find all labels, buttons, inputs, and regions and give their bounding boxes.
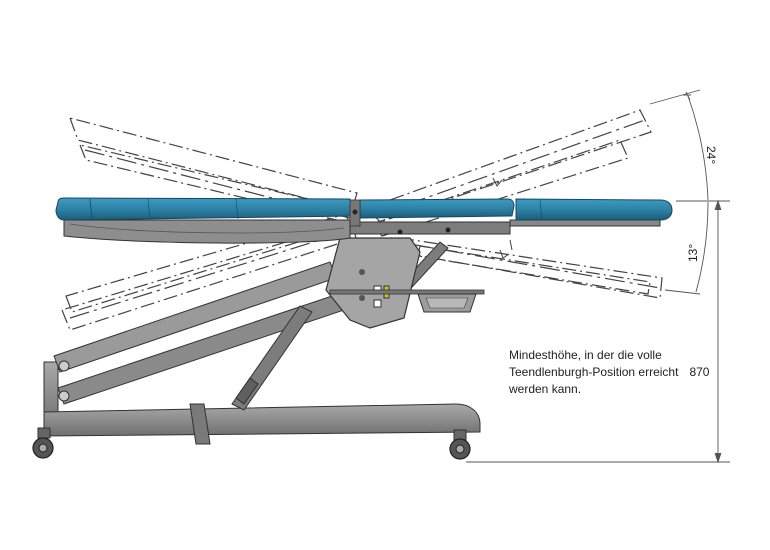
phantom-right-down-inner <box>417 245 651 295</box>
phantom-left-high <box>69 117 358 211</box>
minimum-height-note: Mindesthöhe, in der die volle Teendlenbu… <box>509 347 709 398</box>
dimension-lines <box>466 89 730 464</box>
note-line-2: Teendlenburgh-Position erreicht 870 <box>509 364 709 381</box>
phantom-right-down-axis <box>409 243 661 289</box>
leg-cushion <box>515 198 673 221</box>
phantom-left-low-axis <box>69 229 353 319</box>
tilt-mechanism-plate <box>325 237 485 329</box>
tabletop-frame <box>63 219 661 244</box>
phantom-left-high-axis <box>84 149 351 219</box>
base-frame <box>32 361 481 460</box>
note-line-1: Mindesthöhe, in der die volle <box>509 348 662 362</box>
seat-cushion <box>359 198 515 219</box>
height-value-label: 870 <box>689 365 710 379</box>
right-caster-wheel <box>449 429 471 460</box>
center-hinge <box>349 199 361 227</box>
angle-label-24: 24° <box>704 146 718 164</box>
head-cushion <box>55 197 355 221</box>
note-line-2-text: Teendlenburgh-Position erreicht <box>509 365 679 379</box>
upholstery-cushions <box>55 197 673 227</box>
angle-label-13: 13° <box>686 244 700 262</box>
note-line-3: werden kann. <box>509 382 582 396</box>
left-caster-wheel <box>32 427 54 459</box>
phantom-joint-marks <box>492 177 513 259</box>
phantom-right-up-inner <box>370 139 629 237</box>
angle-arc-13 <box>695 201 709 293</box>
angle-arc-24 <box>687 95 709 201</box>
